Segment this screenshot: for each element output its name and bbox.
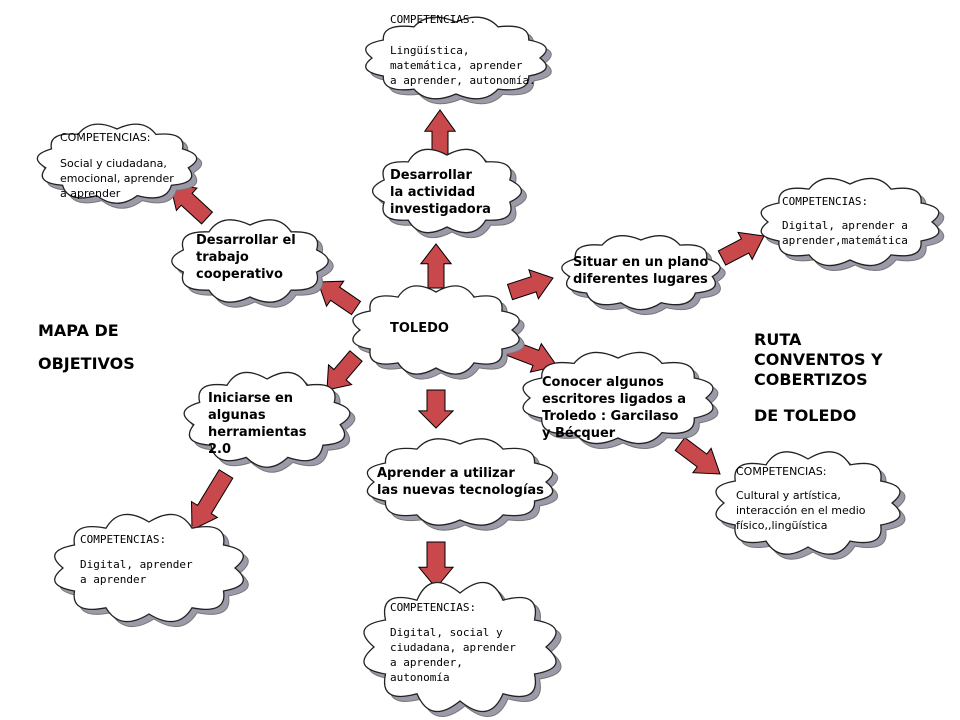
competencias-lower-right-title: COMPETENCIAS: [736,465,827,478]
cloud-shapes [36,16,945,717]
objective-cooperativo: Desarrollar el trabajo cooperativo [196,233,296,282]
cloud-herramientas [183,371,351,468]
competencias-lower-right-body: Cultural y artística, interacción en el … [736,489,866,532]
arrow-escritores-to-competencias [674,436,721,475]
objective-tecnologias: Aprender a utilizar las nuevas tecnologí… [377,466,544,498]
competencias-upper-right-title: COMPETENCIAS: [782,195,869,208]
objective-investigadora: Desarrollar la actividad investigadora [390,168,491,217]
competencias-top-body: Lingüística, matemática, aprender a apre… [390,44,536,87]
center-node-label: TOLEDO [390,321,449,336]
competencias-bottom-body: Digital, social y ciudadana, aprender a … [390,626,516,684]
cloud-competencias-upper-right [760,177,940,267]
competencias-lower-left-body: Digital, aprender a aprender [80,558,193,586]
cloud-cooperativo [171,219,329,303]
competencias-upper-right-body: Digital, aprender a aprender,matemática [782,219,908,247]
cloud-tecnologias [366,438,554,526]
objective-escritores: Conocer algunos escritores ligados a Tro… [542,375,687,441]
competencias-lower-left-title: COMPETENCIAS: [80,533,167,546]
arrow-plano-to-competencias [717,231,765,266]
cloud-competencias-top [365,16,547,100]
cloud-competencias-bottom [363,582,557,712]
competencias-upper-left-body: Social y ciudadana, emocional, aprender … [60,157,174,200]
arrow-toledo-to-cooperativo [317,280,362,316]
competencias-bottom-title: COMPETENCIAS: [390,601,477,614]
arrow-toledo-to-tecnologias [417,389,455,429]
objective-herramientas: Iniciarse en algunas herramientas 2.0 [208,391,307,457]
cloud-plano [561,235,721,311]
cloud-toledo [352,285,520,375]
map-title-line1: MAPA DE [38,321,119,340]
objective-plano: Situar en un plano diferentes lugares [573,255,709,287]
cloud-investigadora [371,148,523,234]
cloud-competencias-lower-left [54,513,244,623]
cloud-competencias-upper-left [36,123,198,204]
arrow-herramientas-to-competencias [190,469,234,531]
route-title-line2: DE TOLEDO [754,406,857,425]
arrow-toledo-to-plano [506,269,554,301]
competencias-upper-left-title: COMPETENCIAS: [60,131,151,144]
cloud-escritores [522,351,714,445]
cloud-competencias-lower-right [715,451,901,555]
arrow-toledo-to-herramientas [326,350,363,391]
map-title-line2: OBJETIVOS [38,354,135,373]
arrow-toledo-to-investigadora [419,243,453,289]
route-title-line1: RUTA CONVENTOS Y COBERTIZOS [754,330,883,389]
competencias-top-title: COMPETENCIAS. [390,13,477,26]
arrow-tecnologias-to-competencias [417,541,455,589]
